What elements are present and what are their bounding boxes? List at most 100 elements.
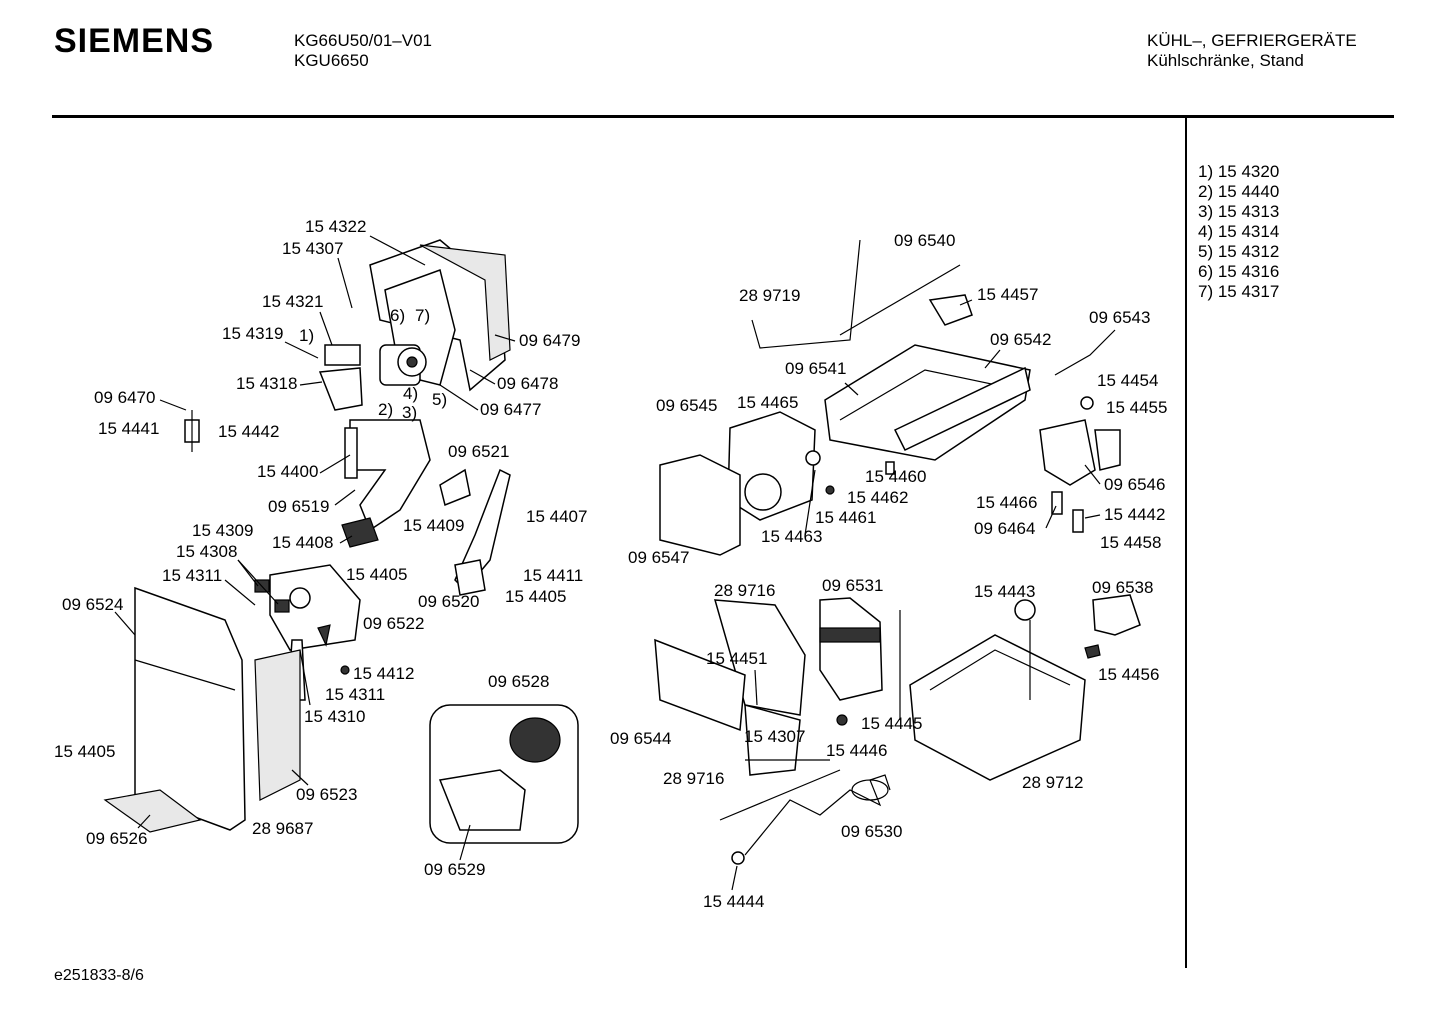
label-154455: 15 4455 (1106, 398, 1167, 417)
label-096546: 09 6546 (1104, 475, 1165, 494)
motor-clip (1084, 644, 1101, 659)
category-title: KÜHL–, GEFRIERGERÄTE (1147, 31, 1357, 50)
fitting-1 (1051, 491, 1063, 515)
solenoid (289, 587, 311, 609)
label-154444: 15 4444 (703, 892, 764, 911)
label-154311-b: 15 4311 (325, 685, 385, 704)
label-154462: 15 4462 (847, 488, 908, 507)
leader-lines (114, 235, 1101, 891)
label-154311: 15 4311 (162, 566, 222, 585)
legend-item: 3) 15 4313 (1198, 202, 1280, 221)
leader (439, 384, 479, 411)
label-154445: 15 4445 (861, 714, 922, 733)
brand-logo: SIEMENS (54, 22, 215, 60)
label-096547: 09 6547 (628, 548, 689, 567)
model-info: KG66U50/01–V01 KGU6650 (294, 31, 432, 71)
panel-crease (134, 659, 236, 691)
leader (754, 669, 758, 706)
mold-edge (839, 369, 1021, 421)
label-154465: 15 4465 (737, 393, 798, 412)
thermostat (928, 294, 973, 326)
fill-cup (893, 366, 1031, 451)
leader (469, 369, 496, 385)
lever-pad (454, 559, 486, 596)
label-ref-7: 7) (415, 306, 430, 325)
leader (339, 535, 353, 544)
heater-plug (731, 851, 745, 865)
water-valve (1039, 419, 1096, 486)
label-154446: 15 4446 (826, 741, 887, 760)
bin-front (654, 638, 746, 732)
switch-bracket (318, 367, 363, 411)
label-ref-2: 2) (378, 400, 393, 419)
leader (224, 579, 256, 606)
leader (369, 235, 426, 266)
label-154411: 15 4411 (523, 566, 583, 585)
clip-2 (885, 461, 895, 475)
label-ref-1: 1) (299, 326, 314, 345)
actuator (439, 468, 471, 507)
category-subtitle: Kühlschränke, Stand (1147, 51, 1304, 70)
label-096477: 09 6477 (480, 400, 541, 419)
label-154461: 15 4461 (815, 508, 876, 527)
model-number: KG66U50/01–V01 (294, 31, 432, 50)
pin (284, 341, 319, 359)
label-289687: 28 9687 (252, 819, 313, 838)
model-type: KGU6650 (294, 51, 369, 70)
clip-1 (825, 485, 835, 495)
auger-housing (819, 597, 883, 701)
leader (291, 769, 309, 786)
label-096479: 09 6479 (519, 331, 580, 350)
control-gear (744, 473, 782, 511)
ejector-shaft (839, 264, 961, 336)
label-154442: 15 4442 (218, 422, 279, 441)
label-154457: 15 4457 (977, 285, 1038, 304)
leader (1084, 514, 1101, 519)
leader (1084, 464, 1101, 485)
shut-off-arm (751, 239, 861, 349)
category-info: KÜHL–, GEFRIERGERÄTE Kühlschränke, Stand (1147, 31, 1357, 71)
label-096529: 09 6529 (424, 860, 485, 879)
fitting-2 (1072, 509, 1084, 533)
label-154466: 15 4466 (976, 493, 1037, 512)
label-154308: 15 4308 (176, 542, 237, 561)
leader (137, 814, 151, 829)
motor-bushing (805, 450, 821, 466)
label-154451: 15 4451 (706, 649, 767, 668)
bin-bottom (744, 703, 801, 776)
leader (984, 349, 1001, 369)
label-289716-b: 28 9716 (663, 769, 724, 788)
ice-mold (824, 344, 1031, 461)
shield (254, 649, 301, 801)
label-154318: 15 4318 (236, 374, 297, 393)
leader (334, 489, 356, 506)
label-096542: 09 6542 (990, 330, 1051, 349)
label-ref-6: 6) (390, 306, 405, 325)
lever (454, 468, 511, 592)
label-154405: 15 4405 (346, 565, 407, 584)
valve-bracket (1094, 429, 1121, 471)
leader (299, 649, 311, 706)
duct-panel (419, 244, 511, 361)
label-096544: 09 6544 (610, 729, 671, 748)
leader (1045, 505, 1057, 529)
label-154454: 15 4454 (1097, 371, 1158, 390)
legend-item: 5) 15 4312 (1198, 242, 1280, 261)
label-096522: 09 6522 (363, 614, 424, 633)
leader (299, 381, 323, 386)
label-096538: 09 6538 (1092, 578, 1153, 597)
control-cover (659, 454, 741, 556)
leader (319, 311, 333, 346)
label-154309: 15 4309 (192, 521, 253, 540)
header-divider (52, 115, 1394, 118)
part-labels: 15 4322 15 4307 15 4321 15 4319 1) 15 43… (54, 217, 1167, 911)
ice-bucket (909, 634, 1086, 781)
leader (237, 559, 279, 605)
label-154442-b: 15 4442 (1104, 505, 1165, 524)
leader (337, 257, 353, 309)
leader (719, 769, 841, 821)
spring-2 (274, 599, 290, 613)
label-096531: 09 6531 (822, 576, 883, 595)
label-154322: 15 4322 (305, 217, 366, 236)
